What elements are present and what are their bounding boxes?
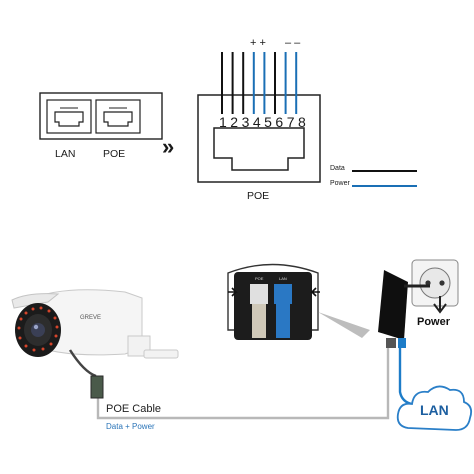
pin-wires — [221, 52, 298, 114]
lan-port-label: LAN — [55, 148, 76, 160]
lan-cable-blue — [398, 348, 413, 406]
pin-numbers: 12345678 — [219, 114, 310, 130]
polarity-minus-label: – – — [285, 37, 301, 49]
poe-cable-gray — [96, 348, 390, 420]
socket-label-poe: POE — [255, 276, 264, 281]
lan-cloud-label: LAN — [420, 402, 449, 418]
power-arrow — [433, 296, 447, 314]
dual-port-icon — [39, 92, 163, 140]
wall-socket — [404, 259, 459, 307]
poe-injector — [378, 270, 408, 348]
power-label: Power — [417, 316, 451, 328]
polarity-plus-label: + + — [250, 37, 266, 49]
legend-power-label: Power — [330, 180, 350, 187]
zoomed-jack-inset — [227, 263, 370, 340]
legend-data-label: Data — [330, 165, 345, 172]
double-chevron-icon: » — [162, 134, 175, 159]
poe-cable-label: POE Cable — [106, 403, 162, 415]
lan-cloud — [396, 385, 473, 431]
rj45-jack-outline — [197, 94, 321, 183]
pinout-caption: POE — [247, 190, 270, 202]
data-power-label: Data + Power — [106, 422, 155, 431]
socket-label-lan: LAN — [279, 276, 287, 281]
camera-brand-label: GREVE — [80, 315, 102, 321]
poe-port-label: POE — [103, 148, 126, 160]
bullet-camera — [11, 289, 179, 399]
